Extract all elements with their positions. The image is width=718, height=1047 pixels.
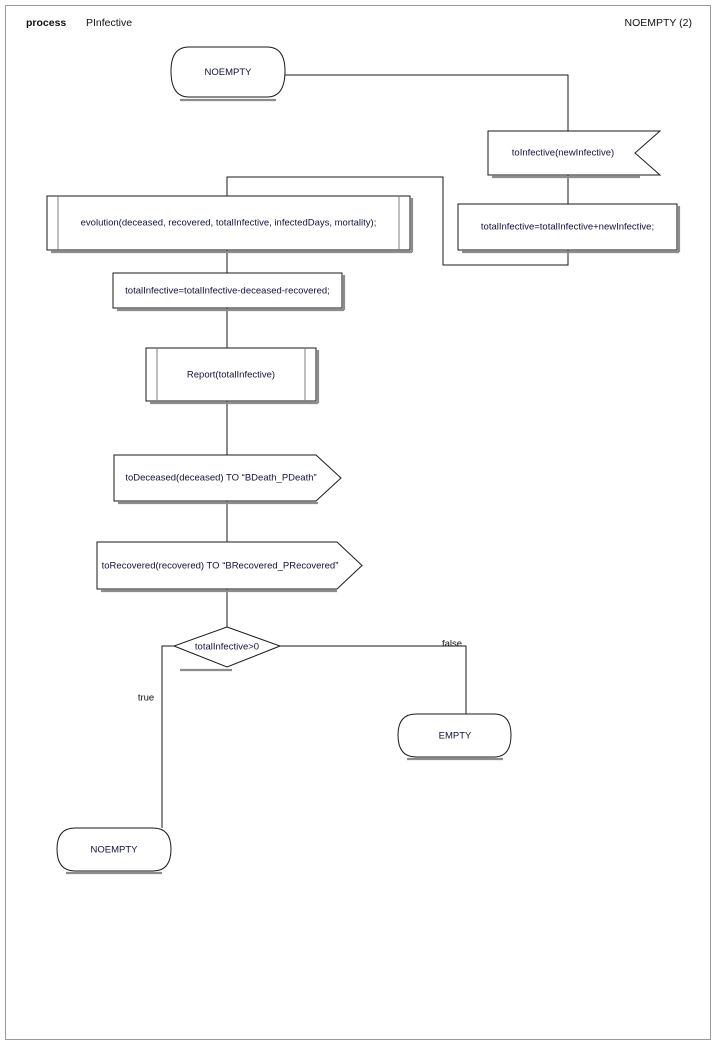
node-recv-toinfective[interactable]: toInfective(newInfective) [487,130,662,179]
terminator-shape [56,827,172,872]
decision-shape [172,626,282,668]
node-label: totalInfective=totalInfective-deceased-r… [125,286,330,297]
header-process-name: PInfective [86,17,133,29]
signal-send-shape [96,541,363,590]
predefined-process-shape [46,195,411,251]
node-label: toDeceased(deceased) TO “BDeath_PDeath” [125,473,316,484]
node-label: EMPTY [439,731,472,742]
terminator-shape [397,713,512,758]
node-report[interactable]: Report(totalInfective) [145,347,320,405]
signal-send-shape [113,454,342,502]
edge-decision-false [280,645,467,714]
node-label: toInfective(newInfective) [512,148,614,159]
edge-decision-true [161,645,174,828]
node-label: totalInfective=totalInfective+newInfecti… [481,222,654,233]
page-border [5,5,711,1040]
edge-add-to-evolution [226,176,569,266]
node-label: evolution(deceased, recovered, totalInfe… [81,218,377,229]
node-add-infective[interactable]: totalInfective=totalInfective+newInfecti… [457,203,681,254]
node-end-noempty[interactable]: NOEMPTY [56,827,172,875]
header-kind-label: process [26,17,67,29]
node-start-noempty[interactable]: NOEMPTY [170,46,286,102]
signal-receive-shape [487,130,662,176]
node-label: totalInfective>0 [195,642,259,653]
predefined-process-shape [145,347,317,402]
edge-label-false: false [442,639,462,650]
node-label: Report(totalInfective) [187,370,275,381]
header-state-label: NOEMPTY (2) [624,17,692,29]
node-sub-infective[interactable]: totalInfective=totalInfective-deceased-r… [112,272,346,312]
connector-layer [161,74,569,828]
node-label: NOEMPTY [91,845,139,856]
terminator-shape [170,46,286,98]
process-shape [112,272,343,309]
node-evolution[interactable]: evolution(deceased, recovered, totalInfe… [46,195,414,254]
node-send-recovered[interactable]: toRecovered(recovered) TO “BRecovered_PR… [96,541,363,593]
node-end-empty[interactable]: EMPTY [397,713,512,761]
process-shape [457,203,678,251]
node-decision[interactable]: totalInfective>0 [172,626,282,672]
node-label: toRecovered(recovered) TO “BRecovered_PR… [102,561,339,572]
edge-label-true: true [138,693,154,704]
node-send-deceased[interactable]: toDeceased(deceased) TO “BDeath_PDeath” [113,454,342,505]
edge-start-to-receive [284,74,569,131]
node-label: NOEMPTY [205,67,253,78]
